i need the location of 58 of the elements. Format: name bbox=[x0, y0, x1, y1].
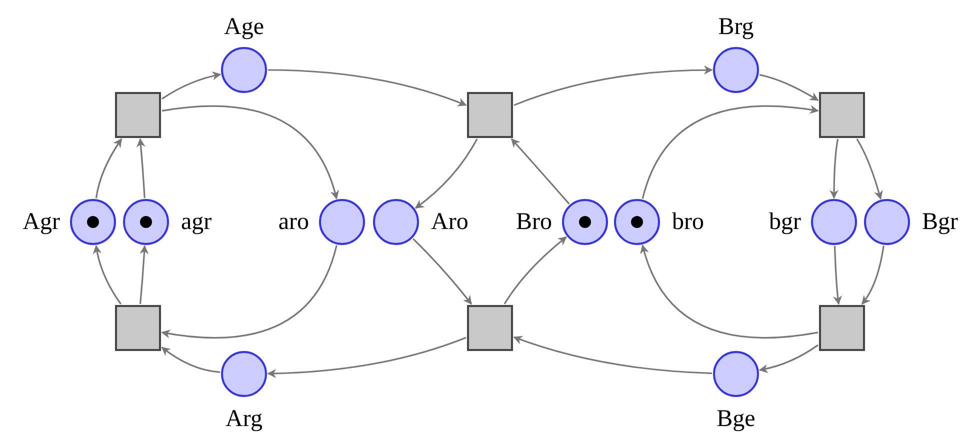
place-circle bbox=[713, 351, 759, 397]
place-label: Bge bbox=[716, 407, 756, 431]
arc-arrow bbox=[414, 138, 478, 209]
arc-arrow bbox=[642, 105, 819, 199]
arc-arrow bbox=[161, 346, 220, 374]
arc-arrow bbox=[161, 245, 338, 338]
place-circle bbox=[221, 47, 267, 93]
place-circle bbox=[864, 199, 910, 245]
transition-box bbox=[115, 92, 161, 138]
arc-arrow bbox=[162, 105, 339, 200]
arc-arrow bbox=[412, 238, 472, 305]
transition-box bbox=[819, 92, 865, 138]
place-label: agr bbox=[181, 210, 212, 234]
place-label: aro bbox=[278, 210, 309, 234]
arc-arrow bbox=[640, 244, 818, 338]
token-dot bbox=[579, 216, 591, 228]
place-circle bbox=[811, 199, 857, 245]
arc-arrow bbox=[139, 245, 149, 304]
arc-arrow bbox=[833, 246, 842, 305]
token-dot bbox=[140, 216, 152, 228]
place-circle bbox=[123, 199, 169, 245]
place-label: Bgr bbox=[922, 210, 958, 234]
arc-arrow bbox=[861, 246, 884, 305]
token-dot bbox=[631, 216, 643, 228]
arc-arrow bbox=[92, 244, 122, 304]
place-label: Brg bbox=[718, 15, 754, 39]
place-label: Age bbox=[224, 15, 264, 39]
arc-arrow bbox=[513, 336, 712, 374]
place-circle bbox=[562, 199, 608, 245]
arc-arrow bbox=[830, 138, 839, 199]
place-circle bbox=[319, 199, 365, 245]
arc-arrow bbox=[136, 138, 146, 198]
transition-box bbox=[819, 305, 865, 351]
place-label: Aro bbox=[431, 210, 468, 234]
arc-arrow bbox=[504, 236, 567, 304]
transition-box bbox=[467, 305, 513, 351]
place-label: Bro bbox=[516, 210, 552, 234]
arc-arrow bbox=[758, 344, 818, 373]
arc-arrow bbox=[511, 138, 570, 204]
place-circle bbox=[70, 199, 116, 245]
arc-arrow bbox=[95, 138, 122, 198]
arc-arrow bbox=[162, 72, 222, 100]
place-circle bbox=[614, 199, 660, 245]
place-label: bro bbox=[672, 210, 704, 234]
place-label: Agr bbox=[22, 210, 60, 234]
arc-arrow bbox=[267, 336, 466, 378]
transition-box bbox=[467, 92, 513, 138]
arc-arrow bbox=[759, 74, 819, 101]
arc-arrow bbox=[268, 69, 467, 106]
transition-box bbox=[115, 305, 161, 351]
place-label: bgr bbox=[769, 210, 801, 234]
place-circle bbox=[221, 351, 267, 397]
place-circle bbox=[373, 199, 419, 245]
token-dot bbox=[87, 216, 99, 228]
place-label: Arg bbox=[226, 407, 262, 431]
arc-arrow bbox=[856, 138, 883, 200]
arc-arrow bbox=[514, 66, 713, 106]
place-circle bbox=[713, 47, 759, 93]
